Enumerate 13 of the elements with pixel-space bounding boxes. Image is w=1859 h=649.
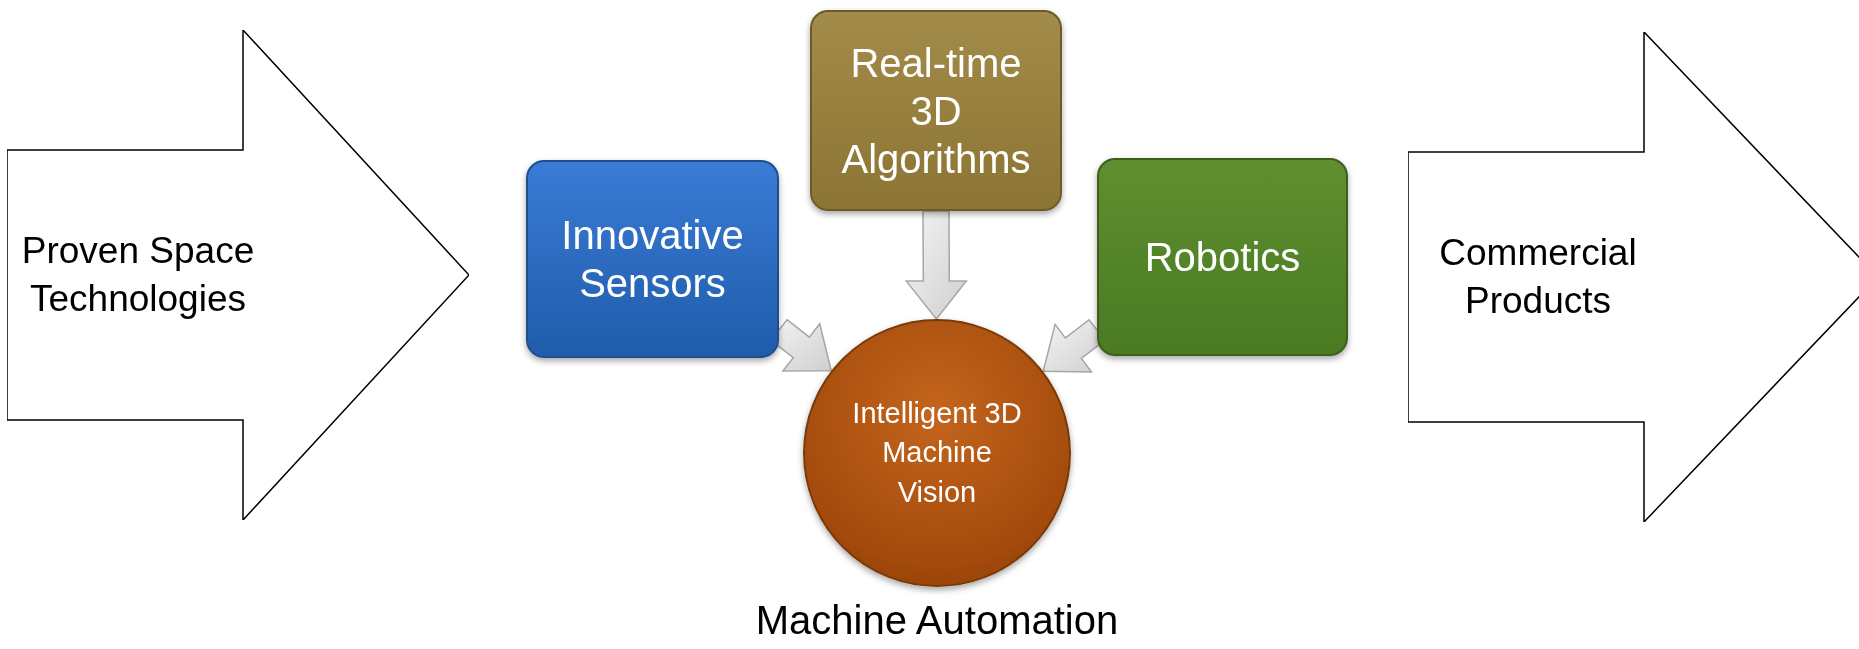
arrow-shape [1408, 32, 1859, 522]
block-arrow [904, 210, 968, 321]
rounded-box [810, 10, 1062, 211]
caption-text: Machine Automation [754, 600, 1120, 640]
rounded-box [1097, 158, 1348, 356]
node-text: Intelligent 3D Machine Vision [852, 396, 1022, 510]
node-text: Robotics [1144, 234, 1301, 281]
node-text: Proven Space Technologies [20, 228, 256, 321]
rounded-box [526, 160, 779, 358]
node-text: Commercial Products [1438, 230, 1638, 323]
node-text: Real-time 3D Algorithms [840, 39, 1032, 183]
node-text: Innovative Sensors [560, 212, 745, 307]
arrow-shape [7, 30, 469, 520]
